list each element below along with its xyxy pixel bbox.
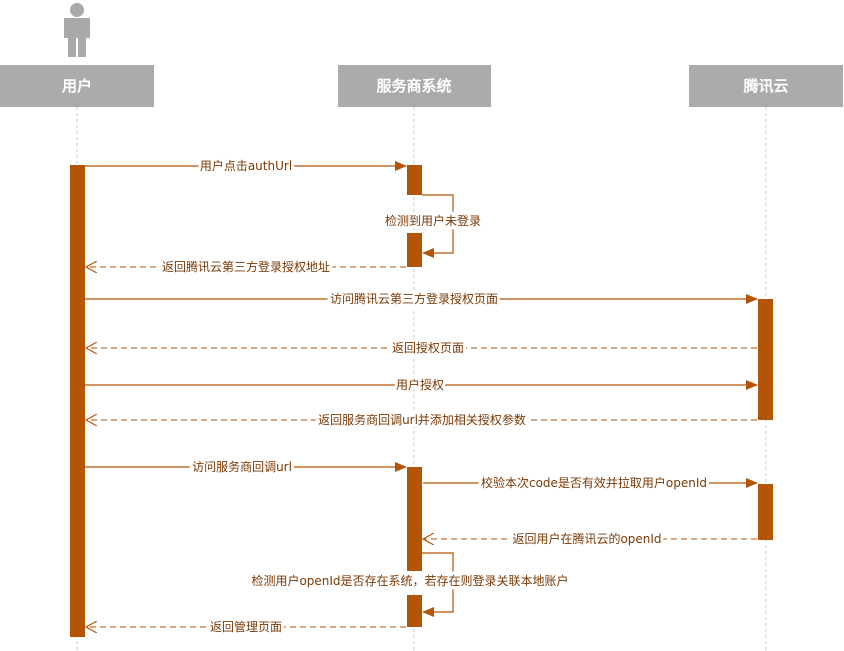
message-check-openid: 检测用户openId是否存在系统，若存在则登录关联本地账户 [248, 552, 572, 617]
message-return-openid-label: 返回用户在腾讯云的openId [512, 531, 661, 546]
participant-user: 用户 [0, 65, 154, 107]
activation-provider-2 [407, 233, 422, 267]
activation-provider-1 [407, 165, 422, 195]
participant-provider: 服务商系统 [338, 65, 491, 107]
message-user-authorize: 用户授权 [85, 374, 758, 395]
activation-provider-4 [407, 595, 422, 627]
participant-tencent: 腾讯云 [689, 65, 843, 107]
participant-user-label: 用户 [62, 77, 92, 95]
message-return-admin-page-label: 返回管理页面 [210, 619, 282, 634]
message-verify-code: 校验本次code是否有效并拉取用户openId [423, 472, 758, 493]
message-return-callback-url-label: 返回服务商回调url并添加相关授权参数 [318, 412, 526, 427]
message-return-admin-page: 返回管理页面 [86, 616, 406, 637]
activation-tencent-2 [758, 484, 773, 540]
message-detect-not-logged-in-label: 检测到用户未登录 [385, 213, 481, 228]
message-user-authorize-label: 用户授权 [396, 377, 444, 392]
message-detect-not-logged-in: 检测到用户未登录 [382, 194, 484, 258]
message-return-auth-address-label: 返回腾讯云第三方登录授权地址 [162, 259, 330, 274]
message-verify-code-label: 校验本次code是否有效并拉取用户openId [481, 475, 707, 490]
message-visit-callback-url-label: 访问服务商回调url [192, 459, 292, 474]
message-click-auth-url: 用户点击authUrl [85, 155, 407, 176]
message-visit-auth-page-label: 访问腾讯云第三方登录授权页面 [330, 291, 498, 306]
activation-tencent-1 [758, 299, 773, 420]
message-return-auth-address: 返回腾讯云第三方登录授权地址 [86, 256, 406, 277]
message-click-auth-url-label: 用户点击authUrl [200, 158, 292, 173]
participant-tencent-label: 腾讯云 [742, 77, 788, 95]
participant-provider-label: 服务商系统 [376, 77, 451, 95]
user-actor-icon [64, 3, 90, 57]
message-return-openid: 返回用户在腾讯云的openId [423, 528, 757, 549]
activation-provider-3 [407, 467, 422, 571]
message-return-callback-url: 返回服务商回调url并添加相关授权参数 [86, 409, 757, 430]
activation-user [70, 165, 85, 637]
message-return-auth-page: 返回授权页面 [86, 337, 757, 358]
message-visit-callback-url: 访问服务商回调url [85, 456, 407, 477]
message-visit-auth-page: 访问腾讯云第三方登录授权页面 [85, 288, 758, 309]
message-return-auth-page-label: 返回授权页面 [392, 340, 464, 355]
message-check-openid-label: 检测用户openId是否存在系统，若存在则登录关联本地账户 [251, 573, 568, 588]
